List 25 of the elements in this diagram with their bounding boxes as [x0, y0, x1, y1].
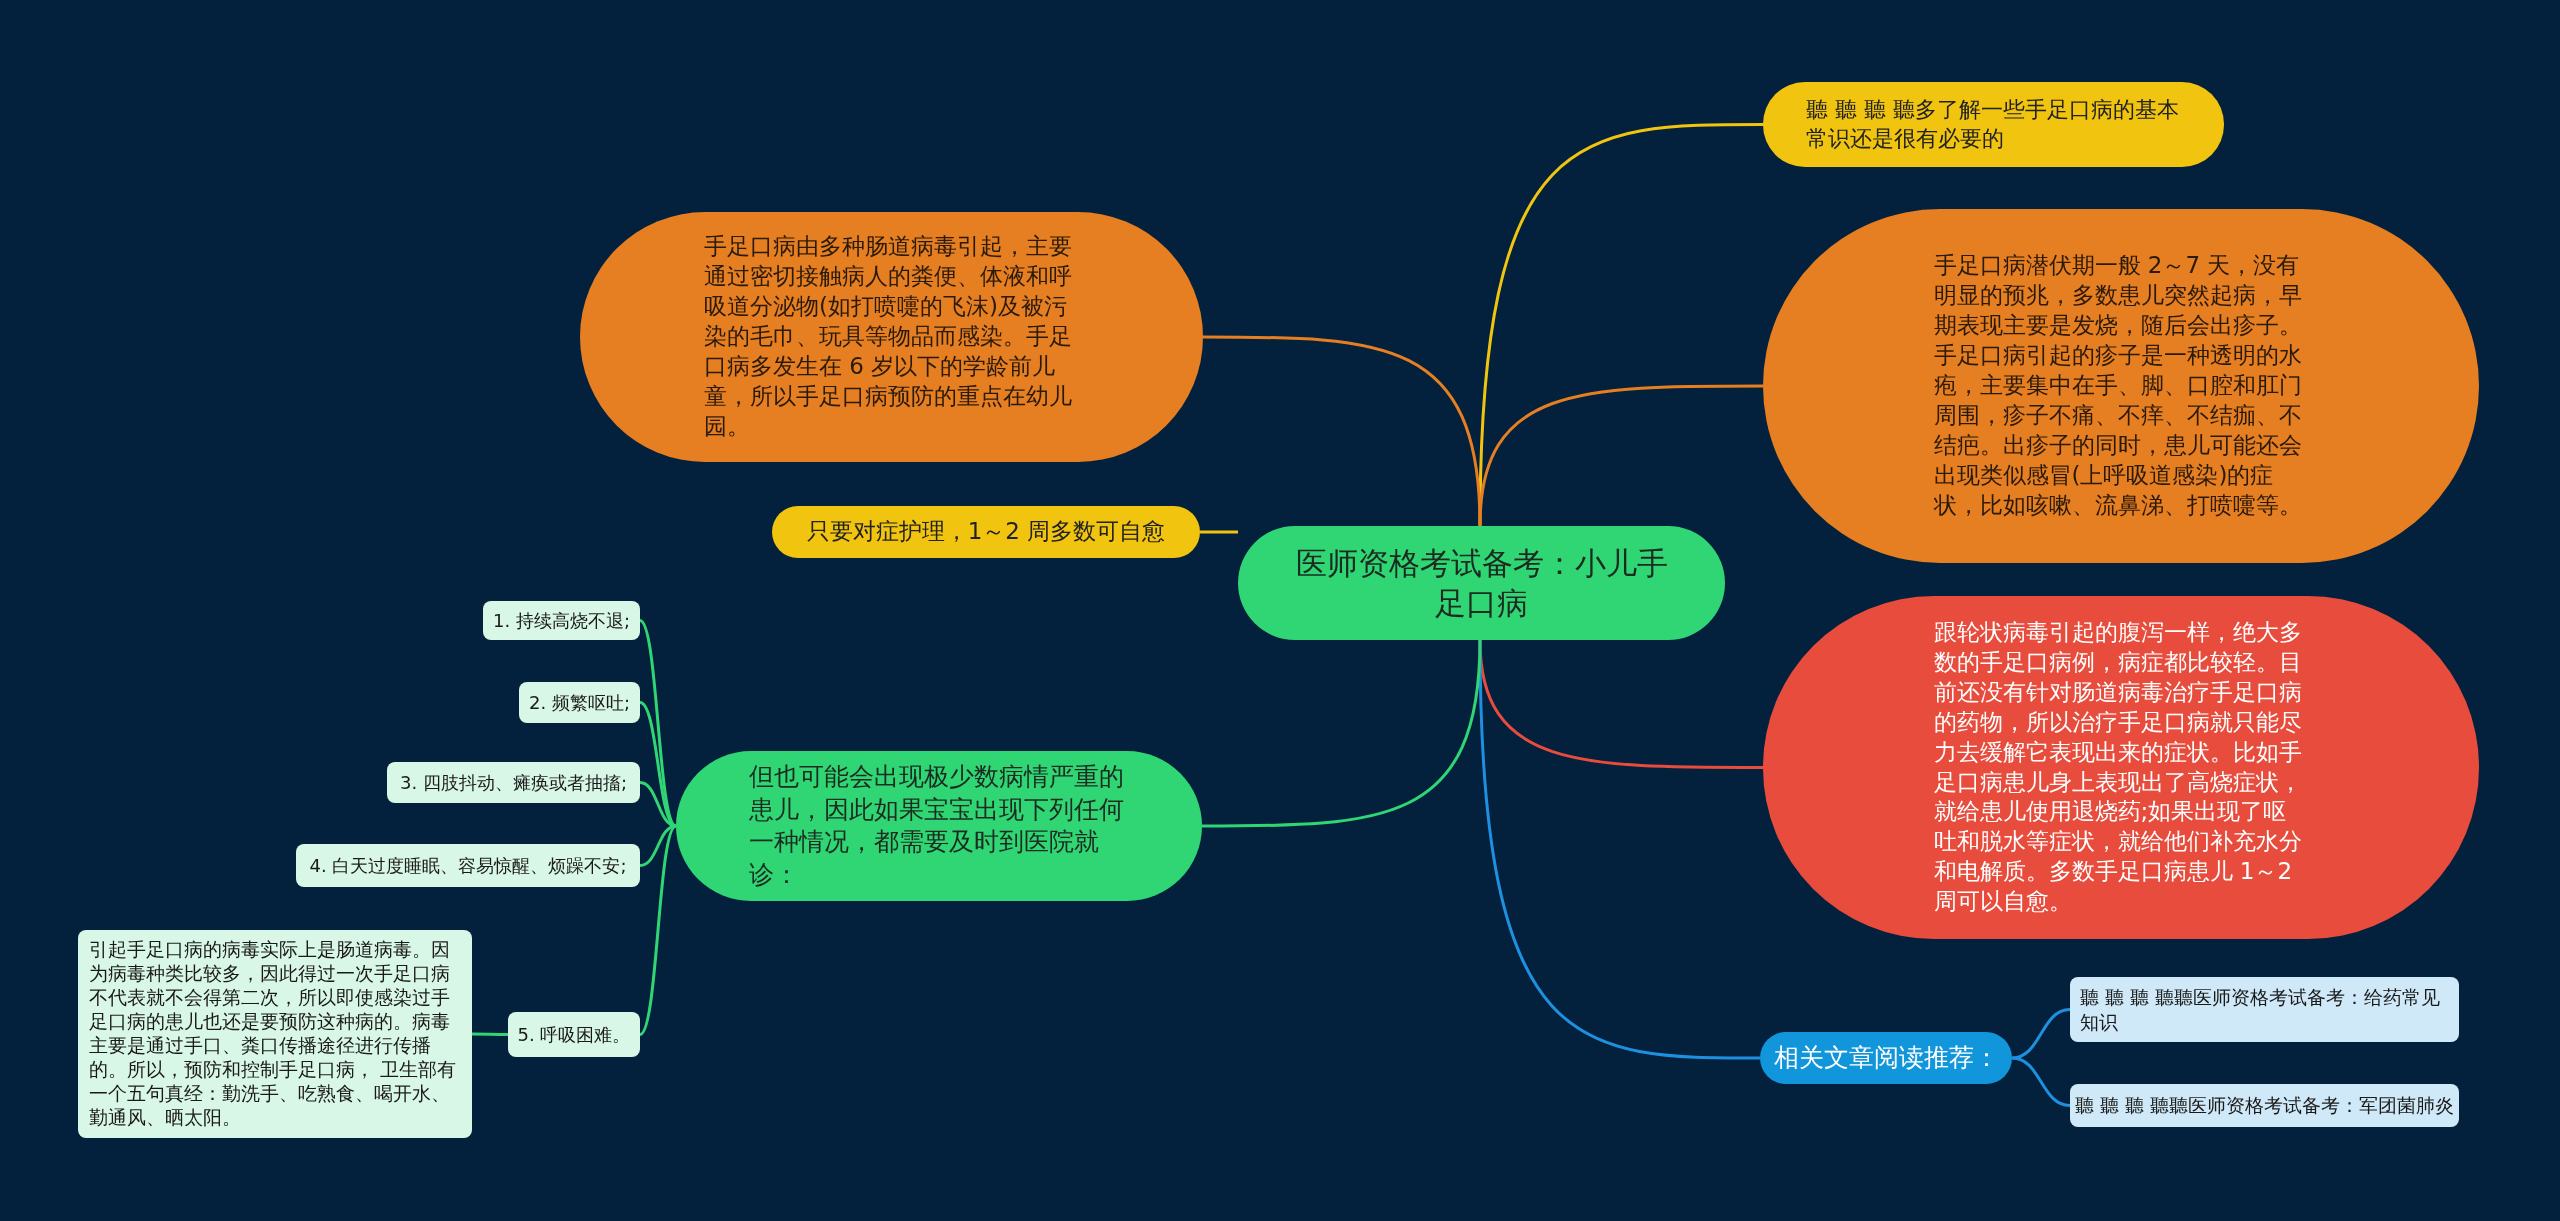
- connector-line: [1200, 530, 1238, 534]
- topic-bubble: 跟轮状病毒引起的腹泻一样，绝大多数的手足口病例，病症都比较轻。目前还没有针对肠道病毒治疗手足口病的药物，所以治疗手足口病就只能尽力去缓解它表现出来的症状。比如手足口病患儿身上表现出了高烧症状，就给患儿使用退烧药;如果出现了呕吐和脱水等症状，就给他们补充水分和电解质。多数手足口病患儿 1～2 周可以自愈。: [1763, 596, 2479, 939]
- link-card: 聽 聽 聽 聽聽医师资格考试备考：给药常见知识: [2070, 977, 2459, 1042]
- list-item-card: 1. 持续高烧不退;: [483, 601, 640, 640]
- list-item-card: 2. 频繁呕吐;: [519, 682, 640, 723]
- central-topic: 医师资格考试备考：小儿手足口病: [1238, 526, 1725, 640]
- topic-bubble: 手足口病潜伏期一般 2～7 天，没有明显的预兆，多数患儿突然起病，早期表现主要是发烧，随后会出疹子。手足口病引起的疹子是一种透明的水疱，主要集中在手、脚、口腔和肛门周围，疹子不痛、不痒、不结痂、不结疤。出疹子的同时，患儿可能还会出现类似感冒(上呼吸道感染)的症状，比如咳嗽、流鼻涕、打喷嚏等。: [1763, 209, 2479, 563]
- topic-bubble: 但也可能会出现极少数病情严重的患儿，因此如果宝宝出现下列任何一种情况，都需要及时到医院就诊：: [676, 751, 1202, 901]
- connector-line: [1478, 639, 1760, 1060]
- topic-bubble: 只要对症护理，1～2 周多数可自愈: [772, 506, 1200, 558]
- note-card: 引起手足口病的病毒实际上是肠道病毒。因为病毒种类比较多，因此得过一次手足口病不代表就不会得第二次，所以即使感染过手足口病的患儿也还是要预防这种病的。病毒主要是通过手口、粪口传播途径进行传播的。所以，预防和控制手足口病， 卫生部有一个五句真经：勤洗手、吃熟食、喝开水、勤通风、晒太阳。: [78, 930, 472, 1138]
- topic-bubble: 相关文章阅读推荐：: [1760, 1032, 2012, 1084]
- connector-line: [1478, 384, 1763, 527]
- connector-line: [472, 1032, 508, 1036]
- topic-bubble: 聽 聽 聽 聽多了解一些手足口病的基本常识还是很有必要的: [1763, 82, 2224, 167]
- connector-line: [1202, 639, 1482, 828]
- topic-bubble: 手足口病由多种肠道病毒引起，主要通过密切接触病人的粪便、体液和呼吸道分泌物(如打喷嚏的飞沫)及被污染的毛巾、玩具等物品而感染。手足口病多发生在 6 岁以下的学龄前儿童，所以手足口病预防的重点在幼儿园。: [580, 212, 1203, 462]
- list-item-card: 3. 四肢抖动、瘫痪或者抽搐;: [387, 762, 640, 803]
- connector-line: [2011, 1056, 2071, 1107]
- link-card: 聽 聽 聽 聽聽医师资格考试备考：军团菌肺炎: [2070, 1084, 2459, 1127]
- connector-line: [638, 824, 678, 1036]
- connector-line: [1203, 335, 1482, 527]
- list-item-card: 4. 白天过度睡眠、容易惊醒、烦躁不安;: [296, 844, 640, 887]
- list-item-card: 5. 呼吸困难。: [508, 1012, 640, 1057]
- connector-line: [2011, 1008, 2071, 1060]
